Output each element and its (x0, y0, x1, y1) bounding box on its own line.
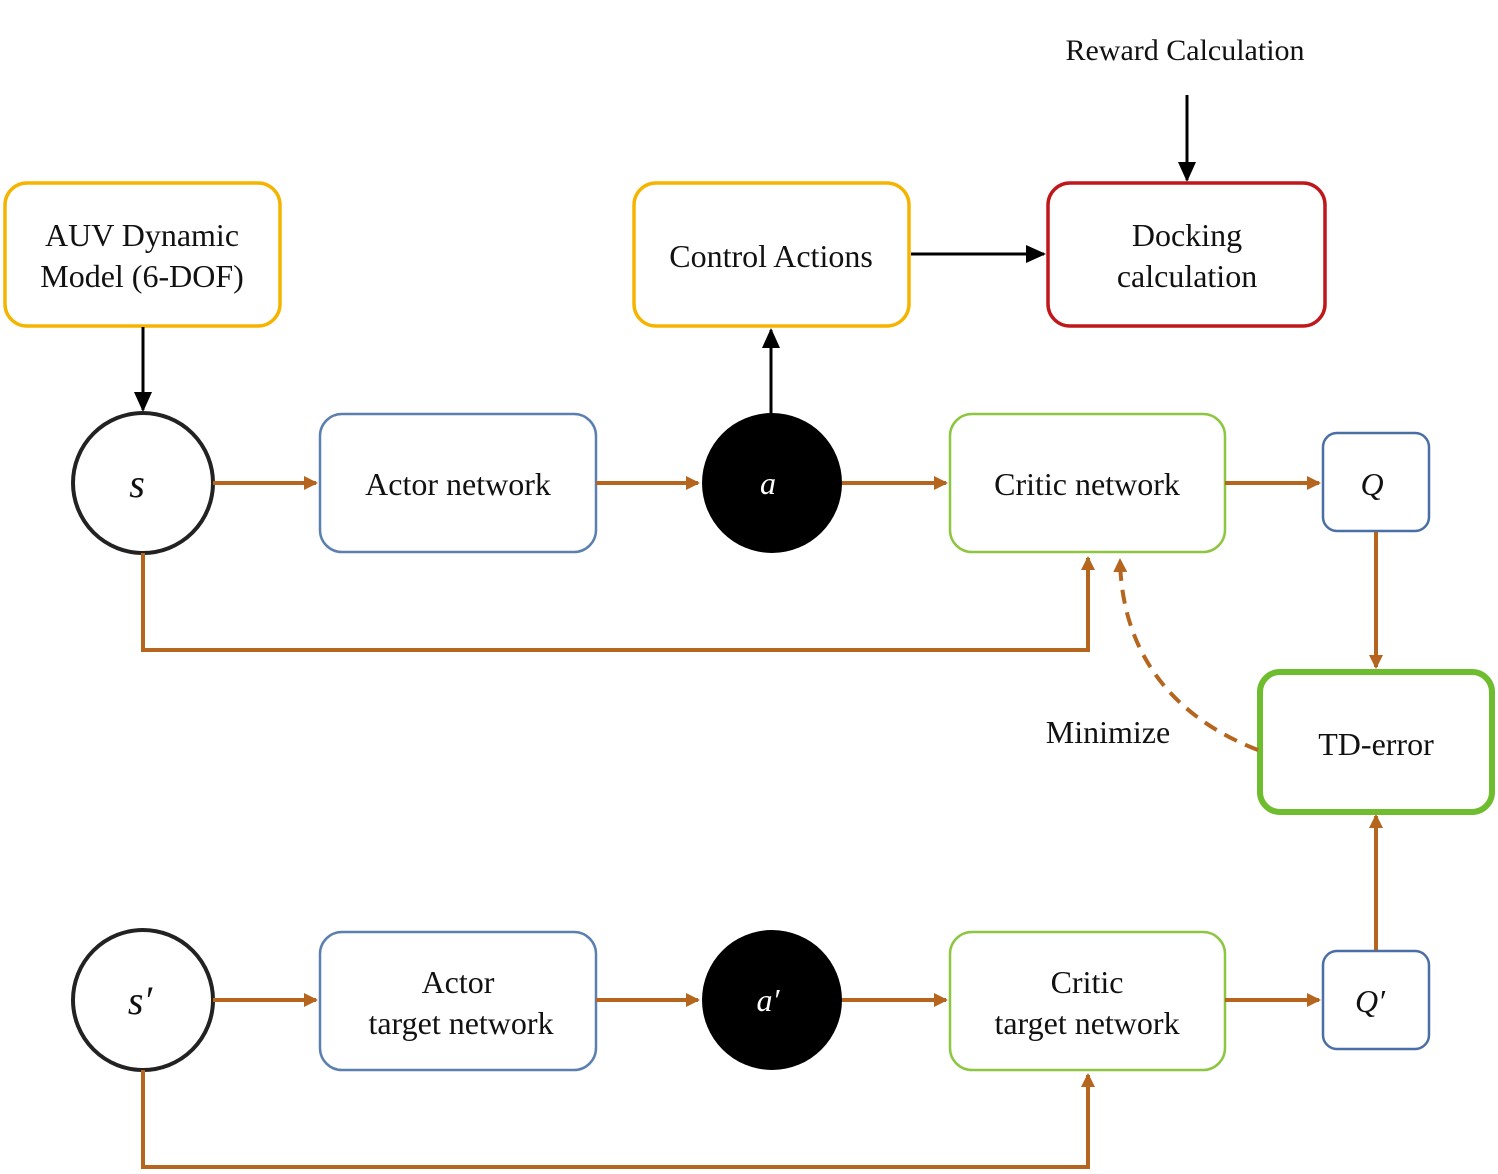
next-action-node (702, 930, 842, 1070)
td-error-box (1257, 669, 1495, 815)
q-label: Q (1360, 466, 1383, 502)
q-prime-label: Q′ (1355, 983, 1386, 1019)
actor-target-label-line1: Actor (422, 964, 495, 1000)
control-actions-label: Control Actions (669, 238, 873, 274)
auv-model-label-line1: AUV Dynamic (45, 217, 239, 253)
reward-calculation-label: Reward Calculation (1065, 34, 1304, 67)
actor-network-label: Actor network (365, 466, 551, 502)
td-error-label: TD-error (1318, 726, 1434, 762)
action-label: a (760, 465, 776, 501)
auv-dynamic-model-box (3, 181, 282, 328)
q-prime-box (1321, 949, 1431, 1051)
critic-network-label: Critic network (994, 466, 1180, 502)
next-state-to-critic-target-connector (141, 1070, 1095, 1169)
next-state-label: s′ (128, 978, 154, 1023)
docking-calculation-box (1046, 181, 1327, 328)
docking-label-line2: calculation (1117, 258, 1257, 294)
control-actions-box (632, 181, 911, 328)
minimize-dashed-arrow (1113, 558, 1259, 752)
critic-target-label-line1: Critic (1051, 964, 1124, 1000)
critic-target-label-line2: target network (994, 1005, 1179, 1041)
state-label: s (129, 461, 145, 506)
state-to-critic-connector (141, 553, 1095, 652)
auv-model-label-line2: Model (6-DOF) (40, 258, 244, 294)
actor-target-label-line2: target network (368, 1005, 553, 1041)
minimize-label: Minimize (1046, 714, 1170, 750)
next-action-label: a′ (757, 982, 781, 1018)
critic-target-network-box (948, 930, 1227, 1072)
action-node (702, 413, 842, 553)
actor-target-network-box (318, 930, 598, 1072)
docking-label-line1: Docking (1132, 217, 1242, 253)
q-value-box (1321, 431, 1431, 533)
